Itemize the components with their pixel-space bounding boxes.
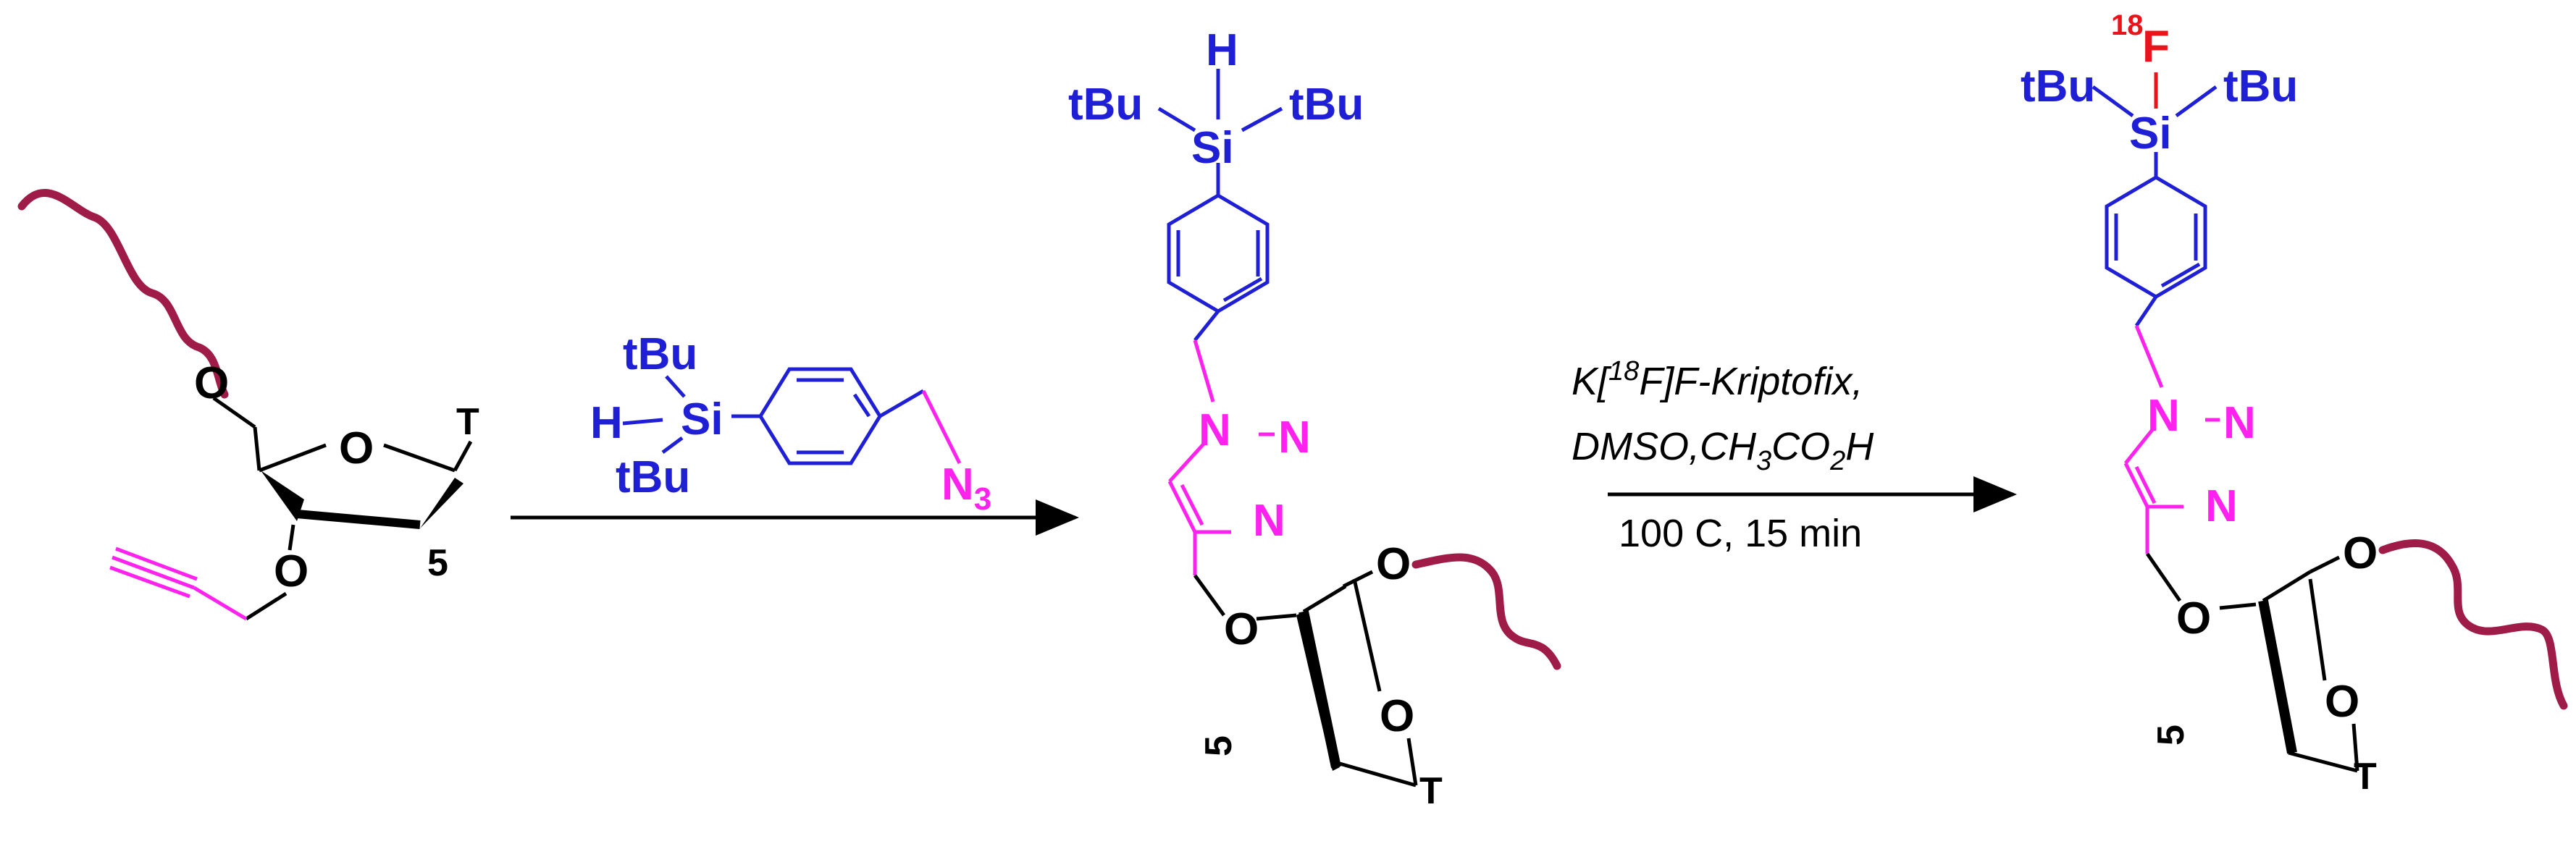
product-n1: N	[2147, 391, 2180, 441]
oligo-chain-intermediate	[1411, 553, 1561, 670]
base-label-start: T	[456, 401, 479, 443]
intermediate-position: 5	[1198, 735, 1240, 756]
intermediate-tbu-right: tBu	[1289, 80, 1364, 130]
product-n3: N	[2205, 481, 2238, 531]
radiolabelled-product: 18 F tBu tBu Si N N N O O O 5 T	[2021, 9, 2568, 798]
sugar-ring-start	[212, 396, 473, 621]
reagent-tbu-top: tBu	[623, 329, 697, 379]
position-label-start: 5	[427, 542, 448, 584]
intermediate-hydrogen: H	[1206, 25, 1238, 75]
intermediate-linker-oxygen: O	[1224, 604, 1259, 654]
product-base: T	[2354, 756, 2377, 798]
oligo-chain-start	[17, 189, 229, 399]
intermediate-n2: N	[1278, 413, 1311, 463]
product-silicon: Si	[2129, 109, 2172, 159]
conditions-line-3: 100 C, 15 min	[1619, 512, 1862, 555]
intermediate-n1: N	[1199, 405, 1231, 455]
product-ring-oxygen: O	[2325, 677, 2359, 727]
intermediate-chain-oxygen: O	[1376, 539, 1411, 589]
fluorine-isotope: 18	[2111, 9, 2144, 41]
intermediate-tbu-left: tBu	[1068, 80, 1143, 130]
product-n2: N	[2223, 398, 2256, 448]
intermediate-n3: N	[1253, 496, 1285, 546]
conditions-line-1: K[18F]F-Kriptofix,	[1572, 356, 1863, 403]
starting-material: O O O T 5	[17, 189, 479, 621]
chain-oxygen-start: O	[194, 358, 229, 408]
intermediate-product: H tBu tBu Si N N N O O O 5 T	[1068, 25, 1561, 812]
intermediate-ring-oxygen: O	[1380, 691, 1414, 741]
conditions-line-2: DMSO,CH3CO2H	[1572, 425, 1874, 476]
azide-label: N3	[941, 460, 991, 517]
oligo-chain-product	[2378, 539, 2568, 710]
product-chain-oxygen: O	[2343, 528, 2378, 578]
intermediate-silicon: Si	[1191, 123, 1234, 173]
reagent-silicon: Si	[681, 394, 723, 444]
reagent-tbu-bottom: tBu	[616, 452, 690, 502]
product-tbu-right: tBu	[2223, 62, 2298, 111]
product-tbu-left: tBu	[2021, 62, 2095, 111]
reagent-hydrogen: H	[590, 398, 623, 448]
ring-oxygen-start: O	[339, 423, 374, 473]
silyl-azide-reagent: tBu H Si tBu N3	[590, 329, 991, 517]
alkyne-oxygen: O	[274, 546, 309, 596]
product-fluorine: F	[2142, 22, 2170, 72]
product-linker-oxygen: O	[2176, 594, 2211, 643]
alkyne	[109, 546, 248, 621]
product-position: 5	[2150, 725, 2192, 746]
intermediate-base: T	[1419, 770, 1443, 812]
